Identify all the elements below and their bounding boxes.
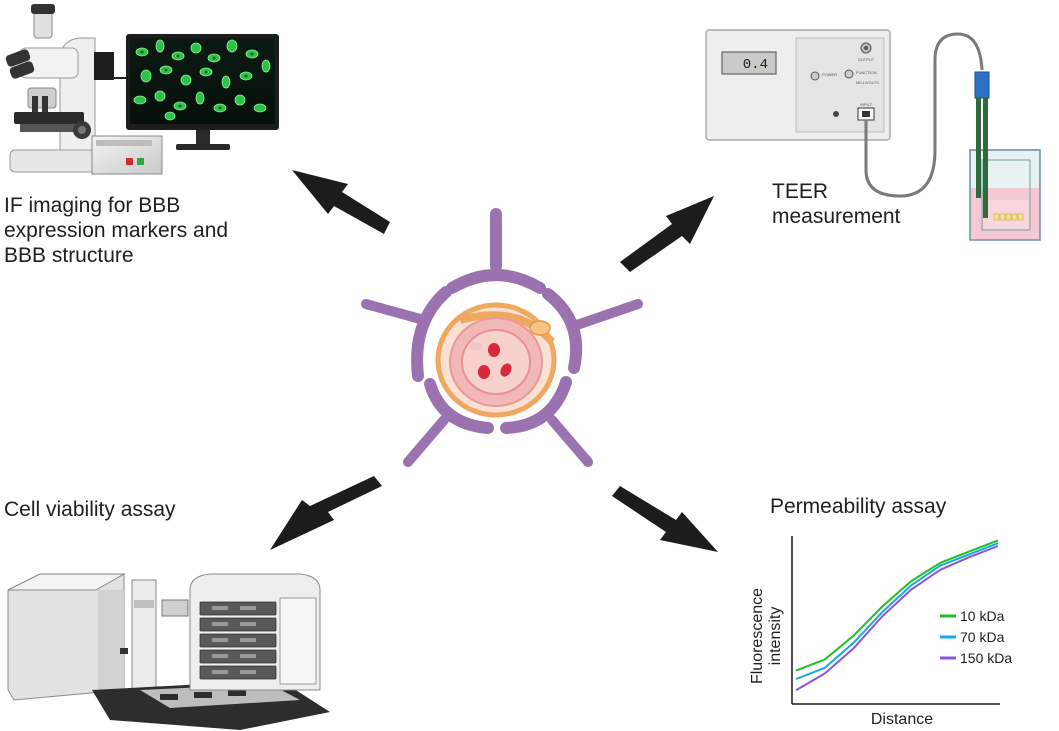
arrow-to-if-imaging	[292, 170, 390, 234]
input-label: INPUT	[860, 102, 873, 107]
output-label: OUTPUT	[858, 57, 875, 62]
legend-label: 70 kDa	[960, 629, 1005, 645]
permeability-label: Permeability assay	[770, 495, 947, 518]
permeability-chart: Fluorescenceintensity Distance 10 kDa 70 …	[749, 536, 1012, 728]
millivolts-label: MILLIVOLTS	[856, 80, 879, 85]
x-axis-label: Distance	[871, 711, 933, 728]
series-line-10-kda	[795, 539, 999, 672]
bbb-vessel	[435, 302, 557, 418]
function-label: FUNCTION	[856, 70, 877, 75]
plate-reader-illustration	[7, 573, 330, 730]
arrow-to-viability	[270, 476, 382, 550]
legend-label: 10 kDa	[960, 608, 1005, 624]
arrows	[270, 170, 718, 552]
legend-label: 150 kDa	[960, 650, 1012, 666]
electrode-cable	[864, 32, 984, 198]
if-imaging-label: IF imaging for BBB expression markers an…	[4, 194, 304, 268]
red-blood-cells	[478, 343, 512, 379]
y-axis-label-line: intensity	[767, 607, 784, 666]
control-box	[91, 135, 163, 175]
teer-display-value: 0.4	[743, 57, 768, 73]
endothelial-lumen	[461, 329, 531, 395]
bbb-astrocyte-feet	[361, 208, 643, 467]
y-axis-label-line1: Fluorescenceintensity	[749, 588, 784, 684]
teer-label: TEER measurement	[772, 180, 932, 230]
chart-series	[795, 539, 999, 692]
computer-monitor	[126, 34, 279, 150]
series-line-70-kda	[795, 542, 999, 680]
if-imaging-line2: expression markers and	[4, 218, 229, 242]
chart-legend: 10 kDa 70 kDa 150 kDa	[940, 608, 1012, 666]
microscope-illustration	[5, 4, 130, 173]
arrow-to-teer	[620, 196, 714, 272]
if-imaging-line1: IF imaging for BBB	[4, 194, 181, 217]
electrode-and-well	[969, 71, 1041, 241]
arrow-to-permeability	[612, 486, 718, 552]
teer-meter: 0.4 OUTPUT POWER FUNCTION MILLIVOLTS INP…	[705, 29, 891, 141]
if-imaging-line3: BBB structure	[4, 243, 134, 267]
teer-line1: TEER	[772, 180, 829, 203]
y-axis-label-line: Fluorescence	[749, 588, 766, 684]
series-line-150-kda	[795, 545, 999, 692]
power-label: POWER	[822, 72, 837, 77]
teer-line2: measurement	[772, 204, 901, 228]
cell-viability-label: Cell viability assay	[4, 498, 176, 521]
